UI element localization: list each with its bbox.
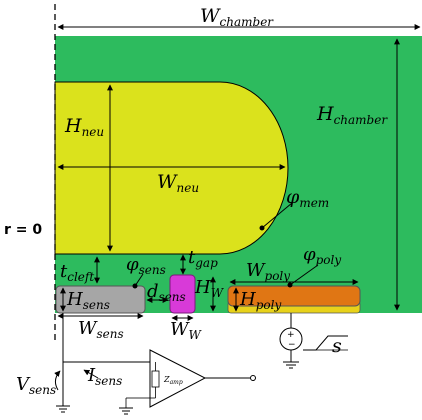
- label-phi-mem: φmem: [286, 186, 329, 210]
- label-d-sens: dsens: [147, 281, 186, 304]
- phi-mem-pointer: [261, 202, 293, 229]
- label-phi-sens: φsens: [126, 254, 166, 277]
- amplifier-triangle: [149, 349, 207, 408]
- amp-impedance: [151, 370, 160, 388]
- label-t-gap: tgap: [188, 247, 218, 270]
- readout-circuit: [54, 313, 256, 415]
- svg-text:−: −: [288, 340, 296, 350]
- label-w-chamber: Wchamber: [200, 5, 274, 29]
- step-waveform-icon: [303, 335, 348, 351]
- polymer-electrode: [227, 285, 361, 307]
- label-v-sens: Vsens: [16, 374, 56, 397]
- label-h-sens: Hsens: [66, 289, 110, 312]
- wire-electrode: [169, 274, 196, 314]
- label-w-w: WW: [170, 319, 203, 342]
- phi-poly-point: [287, 282, 293, 288]
- svg-text:+: +: [287, 330, 295, 340]
- label-h-neu: Hneu: [64, 115, 104, 139]
- phi-mem-point: [259, 225, 265, 231]
- label-w-poly: Wpoly: [246, 260, 290, 283]
- label-h-chamber: Hchamber: [316, 103, 388, 127]
- label-source-sign: s: [332, 335, 342, 357]
- label-phi-poly: φpoly: [303, 244, 341, 267]
- label-z-amp: Zamp: [163, 375, 183, 386]
- neuron: [54, 81, 289, 255]
- label-h-poly: Hpoly: [239, 289, 281, 312]
- i-sens-arrow: [83, 369, 99, 379]
- phi-sens-point: [132, 283, 138, 289]
- label-w-neu: Wneu: [157, 171, 199, 195]
- label-r-zero: r = 0: [4, 222, 42, 238]
- label-w-sens: Wsens: [78, 318, 124, 341]
- output-terminal: [250, 375, 256, 381]
- voltage-source: + −: [279, 313, 303, 369]
- label-h-w: HW: [194, 277, 225, 300]
- v-sens-curved-arrow: [54, 370, 61, 391]
- label-i-sens: Isens: [87, 365, 122, 388]
- label-t-cleft: tcleft: [60, 261, 94, 284]
